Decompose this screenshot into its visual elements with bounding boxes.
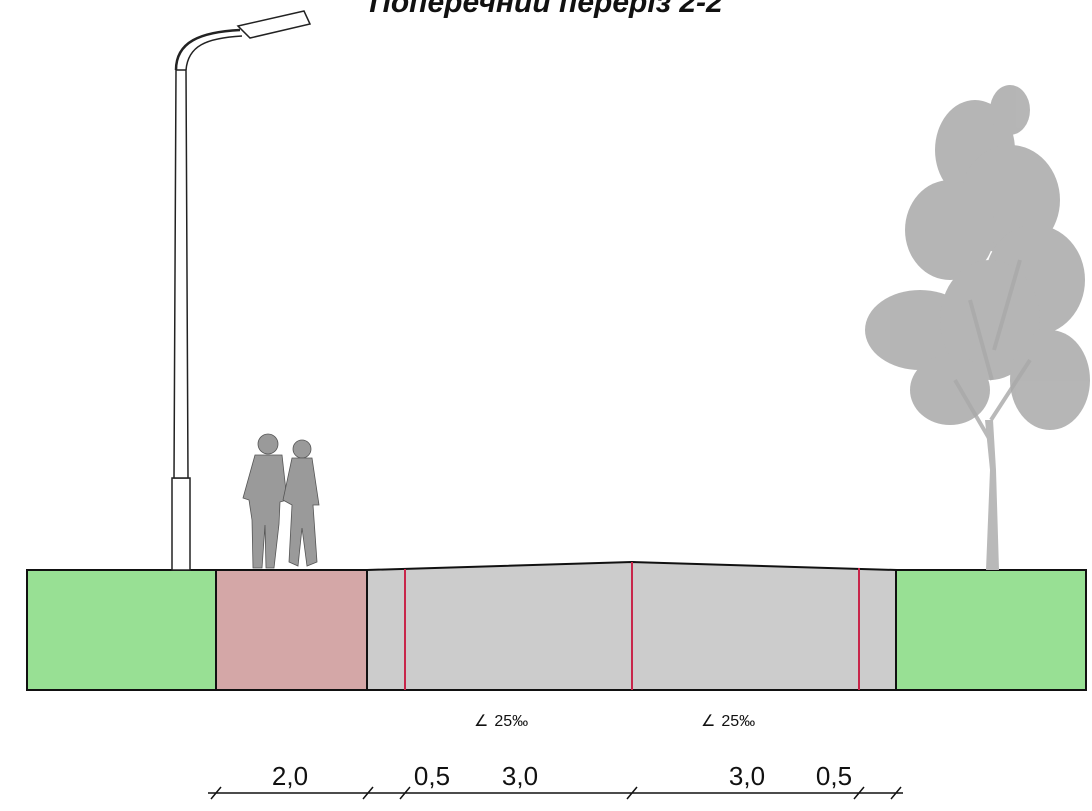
slope-label-left: ∠25‰ bbox=[474, 713, 528, 730]
pedestrians-icon bbox=[242, 433, 320, 569]
sidewalk bbox=[215, 569, 368, 691]
green-verge-right bbox=[895, 569, 1087, 691]
section-title: Поперечний переріз 2-2 bbox=[369, 0, 723, 19]
dimension-tick bbox=[890, 786, 902, 800]
dimension-tick bbox=[399, 786, 411, 800]
dimension-left-lane: 3,0 bbox=[502, 761, 538, 791]
dimension-line bbox=[208, 786, 903, 800]
dimension-right-strip: 0,5 bbox=[816, 761, 852, 791]
street-lamp-icon bbox=[171, 10, 312, 571]
dimension-tick bbox=[210, 786, 222, 800]
green-verge-left bbox=[26, 569, 217, 691]
dimension-tick bbox=[853, 786, 865, 800]
dimension-sidewalk: 2,0 bbox=[272, 761, 308, 791]
dimension-tick bbox=[362, 786, 374, 800]
tree-icon bbox=[865, 85, 1090, 570]
slope-label-right: ∠25‰ bbox=[701, 713, 755, 730]
dimension-tick bbox=[626, 786, 638, 800]
dimension-left-strip: 0,5 bbox=[414, 761, 450, 791]
dimension-right-lane: 3,0 bbox=[729, 761, 765, 791]
